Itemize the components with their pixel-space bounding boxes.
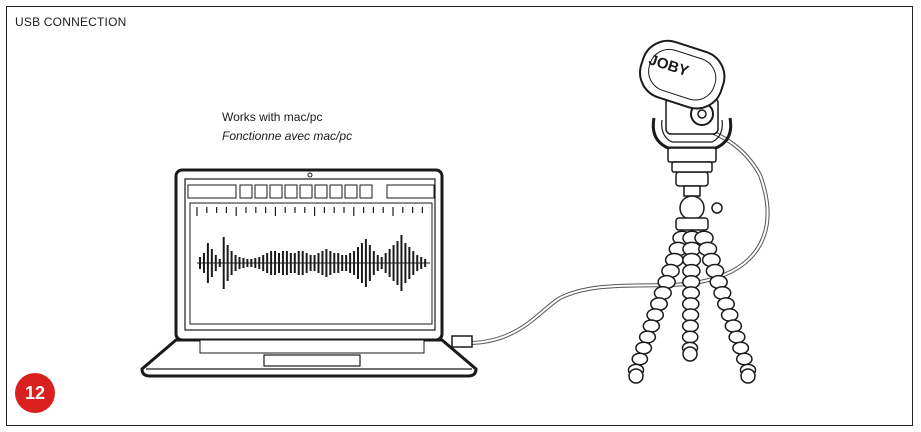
tripod-leg-segment xyxy=(717,297,735,311)
tripod-foot xyxy=(682,346,698,362)
caption-english: Works with mac/pc xyxy=(222,110,323,124)
tripod-leg-segment xyxy=(681,319,699,333)
tripod-leg-segment xyxy=(631,352,649,366)
tripod-leg-segment xyxy=(720,308,739,322)
usb-cable-icon xyxy=(451,130,770,348)
tripod-leg-segment xyxy=(681,297,700,311)
tripod-leg-segment xyxy=(724,319,743,333)
caption-french: Fonctionne avec mac/pc xyxy=(222,129,353,143)
microphone-icon: JOBY xyxy=(639,39,733,173)
tripod-leg-segment xyxy=(681,308,700,322)
waveform-icon xyxy=(197,235,430,291)
tripod-leg-segment xyxy=(638,330,657,344)
tripod-foot xyxy=(628,368,644,384)
caption: Works with mac/pc Fonctionne avec mac/pc xyxy=(222,108,352,146)
tripod-leg-segment xyxy=(735,352,753,366)
page-number-badge: 12 xyxy=(15,373,55,413)
tripod-leg-segment xyxy=(728,330,746,344)
tripod-icon xyxy=(627,171,757,384)
tripod-leg-segment xyxy=(732,341,750,355)
timeline-ticks xyxy=(196,207,423,216)
tripod-leg-segment xyxy=(635,341,653,355)
section-title: USB CONNECTION xyxy=(15,15,127,29)
tripod-leg-segment xyxy=(681,330,699,344)
tripod-leg-segment xyxy=(646,308,665,322)
tripod-foot xyxy=(740,368,756,384)
tripod-leg-segment xyxy=(642,319,661,333)
laptop-icon xyxy=(140,168,478,378)
